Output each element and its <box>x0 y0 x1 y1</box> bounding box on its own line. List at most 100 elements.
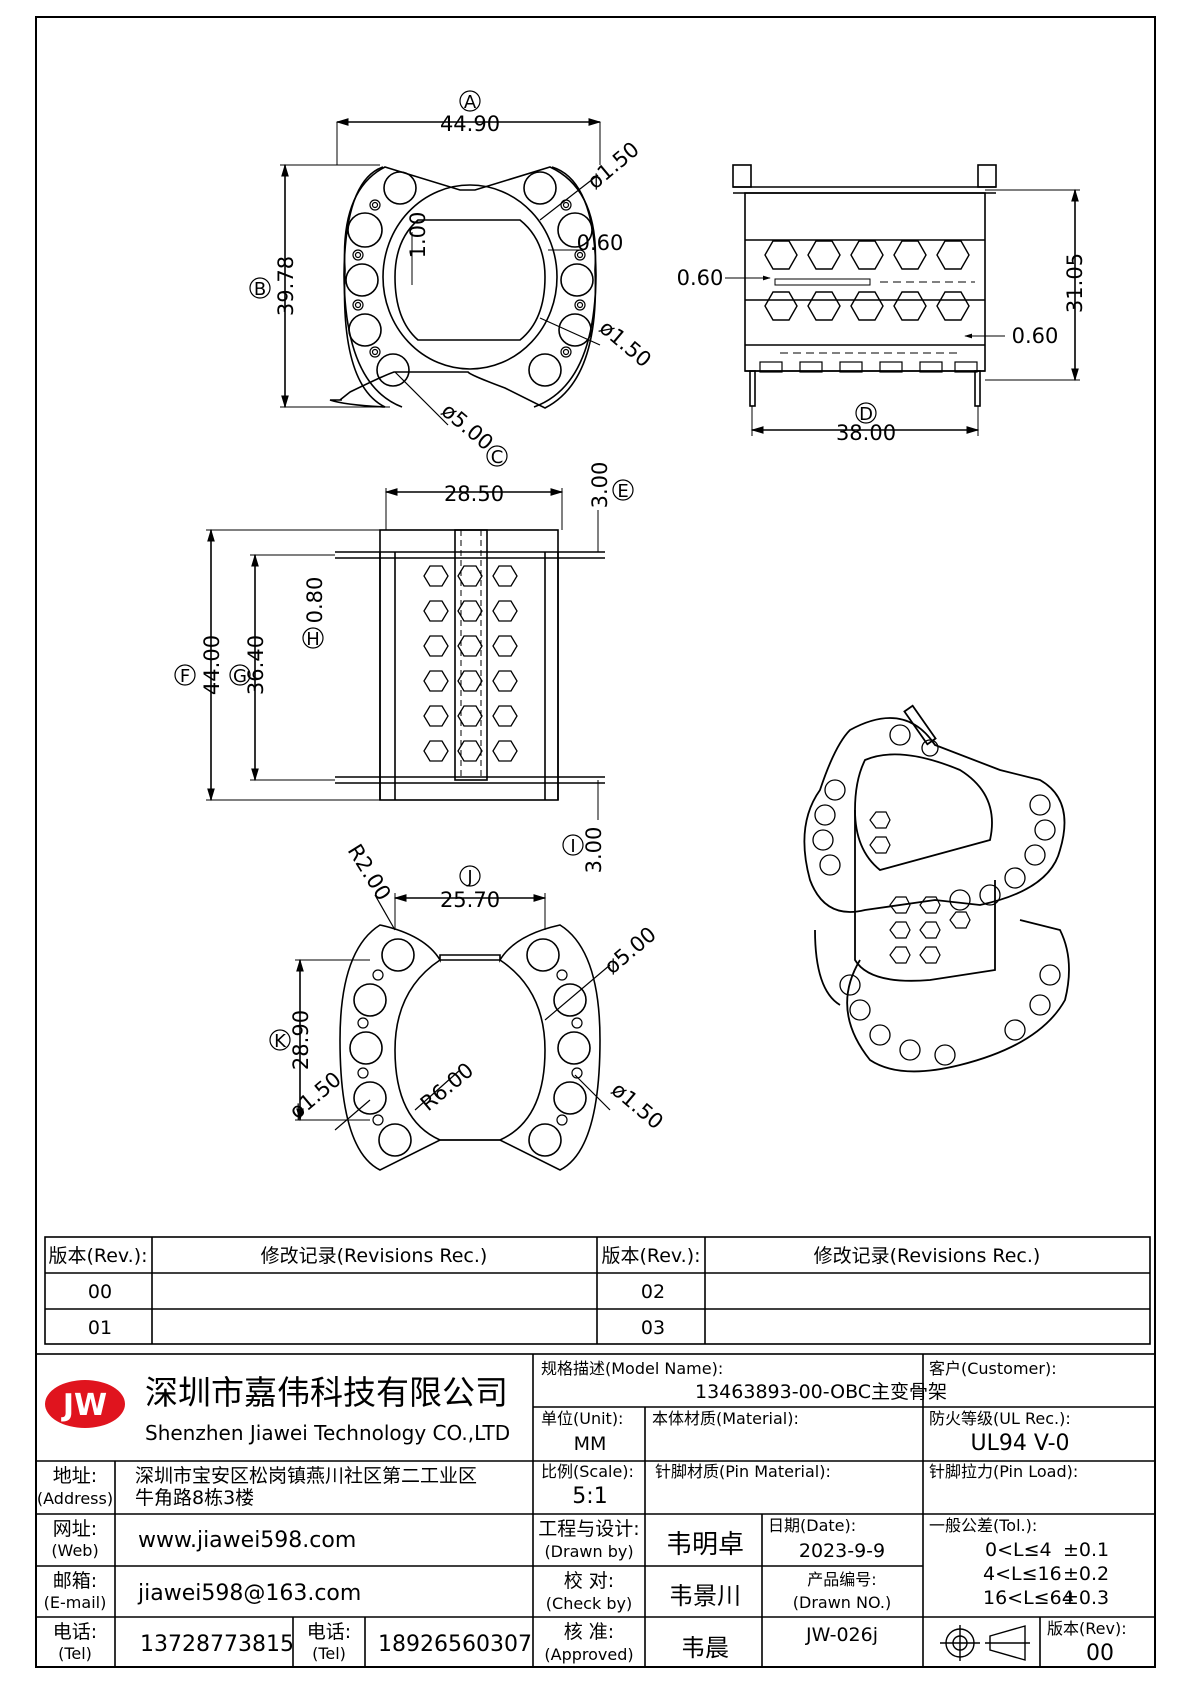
email-label: 邮箱: <box>53 1570 97 1592</box>
dim-bottom-r2: R2.00 <box>343 840 396 905</box>
top-bore <box>382 184 558 370</box>
side-view <box>725 164 1080 436</box>
model-label: 规格描述(Model Name): <box>541 1359 723 1378</box>
dim-front-bottom-step: 3.00 <box>582 827 606 874</box>
dim-top-dia-1: ø1.50 <box>583 137 644 194</box>
dim-side-height: 31.05 <box>1063 253 1087 313</box>
label-G: G <box>233 666 247 687</box>
dim-bottom-pin-left: ø1.50 <box>285 1067 346 1124</box>
dim-front-width: 28.50 <box>444 482 504 506</box>
ul-value: UL94 V-0 <box>970 1431 1069 1456</box>
dim-front-height: 44.00 <box>200 635 224 695</box>
svg-text:ø1.50: ø1.50 <box>607 1077 668 1134</box>
dim-front-wall: 0.80 <box>303 577 327 624</box>
rec-header-right: 修改记录(Revisions Rec.) <box>814 1245 1041 1267</box>
rev-header-right: 版本(Rev.): <box>601 1245 700 1267</box>
dim-top-dia-2: ø1.50 <box>595 315 656 372</box>
web-label: 网址: <box>53 1518 97 1540</box>
check-label-en: (Check by) <box>546 1594 632 1613</box>
dim-side-width: 38.00 <box>836 421 896 445</box>
isometric-view <box>803 704 1070 1073</box>
dim-top-1.00: 1.00 <box>406 212 430 259</box>
checked-by: 韦景川 <box>669 1582 741 1610</box>
web-url: www.jiawei598.com <box>138 1528 356 1553</box>
svg-text:ø5.00: ø5.00 <box>437 398 498 455</box>
address-line1: 深圳市宝安区松岗镇燕川社区第二工业区 <box>135 1465 477 1487</box>
address-line2: 牛角路8栋3楼 <box>135 1487 254 1509</box>
email-address: jiawei598@163.com <box>137 1581 361 1606</box>
revision-table <box>44 1236 1151 1345</box>
material-label: 本体材质(Material): <box>652 1409 799 1428</box>
tol-value-1: ±0.1 <box>1063 1539 1109 1561</box>
drawing-no-label-en: (Drawn NO.) <box>793 1593 892 1612</box>
address-label: 地址: <box>53 1465 97 1487</box>
label-I: I <box>570 836 575 857</box>
email-label-en: (E-mail) <box>44 1593 107 1612</box>
tel-2: 18926560307 <box>378 1632 532 1657</box>
approve-label-en: (Approved) <box>544 1645 633 1664</box>
date-label: 日期(Date): <box>768 1516 856 1535</box>
rev-row-00: 00 <box>88 1281 112 1303</box>
check-label: 校 对: <box>564 1570 614 1592</box>
dim-A: 44.90 <box>440 112 500 136</box>
rev-header-left: 版本(Rev.): <box>48 1245 147 1267</box>
tel-1: 13728773815 <box>140 1632 294 1657</box>
company-name-cn: 深圳市嘉伟科技有限公司 <box>145 1373 508 1412</box>
tol-label: 一般公差(Tol.): <box>929 1516 1037 1535</box>
tel-label-2: 电话: <box>307 1621 351 1643</box>
dim-bottom-r6: R6.00 <box>416 1058 478 1116</box>
svg-text:ø1.50: ø1.50 <box>583 137 644 194</box>
dim-front-inner: 36.40 <box>244 635 268 695</box>
jw-logo: JW <box>45 1380 125 1428</box>
tel-label: 电话: <box>53 1621 97 1643</box>
label-E: E <box>617 481 628 502</box>
tel-label-en: (Tel) <box>58 1644 92 1663</box>
label-D: D <box>859 404 873 425</box>
projection-symbol <box>940 1625 1030 1661</box>
tol-value-3: ±0.3 <box>1063 1587 1109 1609</box>
rev-value: 00 <box>1086 1641 1114 1666</box>
dim-bottom-width: 25.70 <box>440 888 500 912</box>
front-view <box>206 488 605 820</box>
bottom-view <box>295 893 611 1171</box>
tol-range-1: 0<L≤4 <box>985 1539 1052 1561</box>
ul-label: 防火等级(UL Rec.): <box>929 1409 1071 1428</box>
web-label-en: (Web) <box>51 1541 98 1560</box>
dim-bottom-hole: ø5.00 <box>600 922 661 979</box>
customer-label: 客户(Customer): <box>929 1359 1057 1378</box>
top-view <box>280 118 602 426</box>
tol-range-3: 16<L≤64 <box>983 1587 1074 1609</box>
dim-top-0.60: 0.60 <box>577 231 624 255</box>
svg-text:JW: JW <box>61 1388 107 1423</box>
pin-material-label: 针脚材质(Pin Material): <box>655 1462 831 1481</box>
rev-label: 版本(Rev): <box>1047 1619 1127 1638</box>
label-C: C <box>491 447 504 468</box>
dim-top-dia-C: ø5.00 <box>437 398 498 455</box>
rec-header-left: 修改记录(Revisions Rec.) <box>261 1245 488 1267</box>
rev-row-02: 02 <box>641 1281 665 1303</box>
label-K: K <box>274 1031 287 1052</box>
date-value: 2023-9-9 <box>799 1540 885 1562</box>
drawing-no: JW-026j <box>805 1624 878 1646</box>
dim-side-left-gap: 0.60 <box>677 266 724 290</box>
model-name: 13463893-00-OBC主变骨架 <box>695 1381 947 1403</box>
dim-side-right-gap: 0.60 <box>1012 324 1059 348</box>
label-J: J <box>466 867 472 888</box>
drawing-no-label: 产品编号: <box>807 1570 876 1589</box>
address-label-en: (Address) <box>37 1489 113 1508</box>
svg-text:ø1.50: ø1.50 <box>285 1067 346 1124</box>
label-B: B <box>254 279 266 300</box>
drawn-label-en: (Drawn by) <box>544 1542 633 1561</box>
rev-row-03: 03 <box>641 1317 665 1339</box>
dim-bottom-height: 28.90 <box>289 1010 313 1070</box>
drawn-label: 工程与设计: <box>538 1518 639 1540</box>
drawn-by: 韦明卓 <box>666 1530 744 1560</box>
label-A: A <box>464 92 477 113</box>
tol-range-2: 4<L≤16 <box>983 1563 1062 1585</box>
company-name-en: Shenzhen Jiawei Technology CO.,LTD <box>145 1421 510 1445</box>
dim-B: 39.78 <box>274 256 298 316</box>
dim-bottom-pin-right: ø1.50 <box>607 1077 668 1134</box>
label-H: H <box>306 629 320 650</box>
approved-by: 韦晨 <box>681 1634 729 1662</box>
